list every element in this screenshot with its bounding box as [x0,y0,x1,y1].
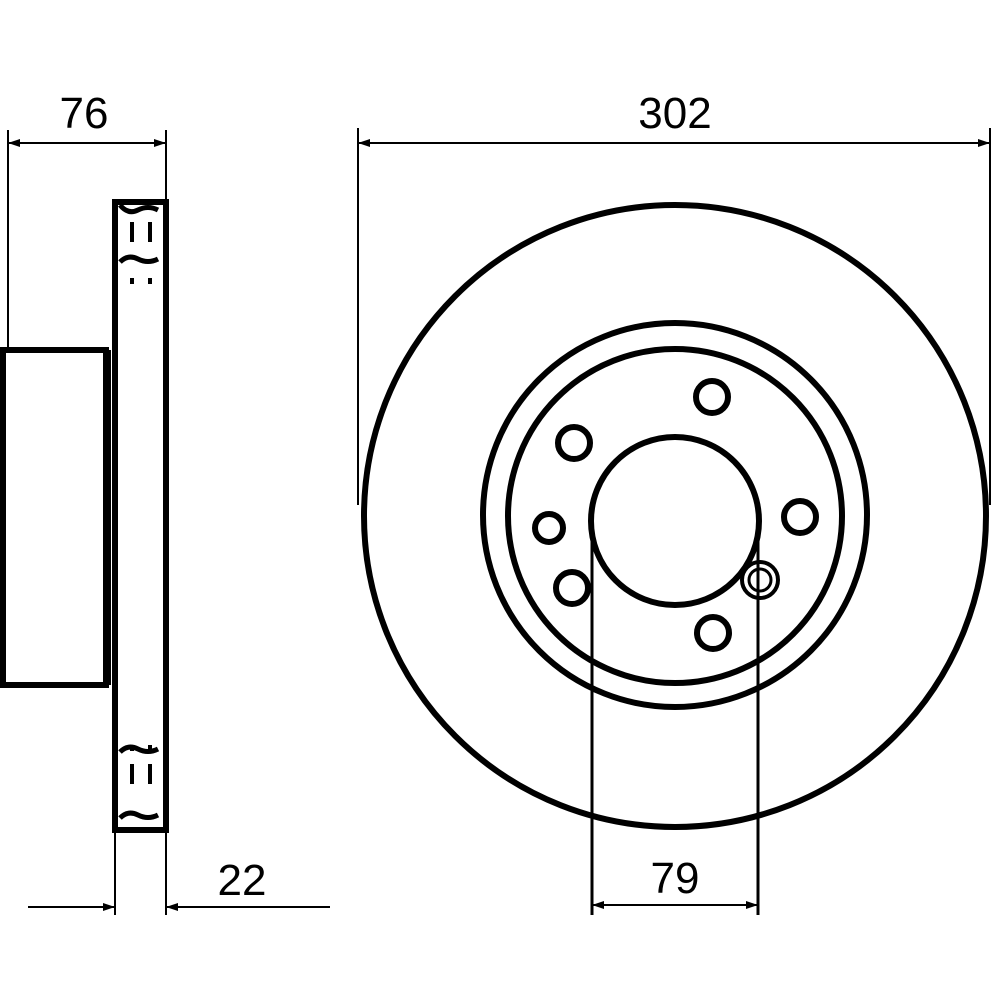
hub-side-profile [0,347,109,688]
front-view [357,128,991,915]
bolt-hole [781,498,819,536]
center-bore [588,434,762,608]
bolt-hole [553,569,591,607]
dimension-center-bore: 79 [651,854,700,903]
bolt-hole [693,378,731,416]
locating-hole [740,560,780,600]
bolt-hole [694,614,732,652]
disc-side-profile [112,199,169,833]
bolt-hole [555,424,593,462]
dimension-overall-width: 76 [60,89,109,138]
bolt-hole [532,511,566,545]
dimension-diameter: 302 [638,89,711,138]
hat-inner-ring [505,346,845,686]
dimension-thickness: 22 [218,856,267,905]
outer-rim [361,202,989,830]
bolt-holes [532,378,819,652]
side-view [0,130,330,915]
hat-outer-ring [480,320,870,710]
vent-top [118,203,160,264]
vent-bottom [118,744,160,820]
